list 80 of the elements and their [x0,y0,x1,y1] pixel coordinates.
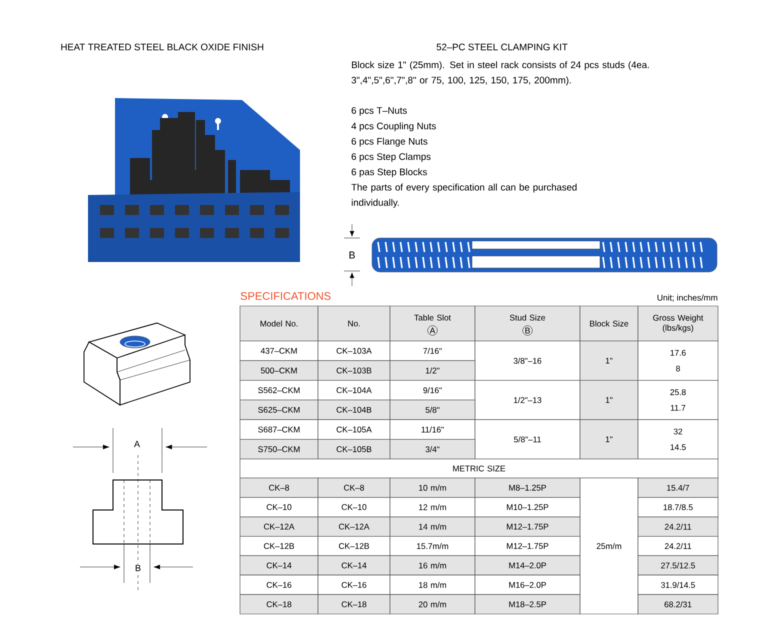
unit-note: Unit; inches/mm [658,294,718,302]
title: 52–PC STEEL CLAMPING KIT [436,44,568,50]
table-cell: 15.7m/m [390,536,476,556]
table-cell: 24.2/11 [638,516,718,537]
table-cell: S625–CKM [240,400,318,420]
description: Block size 1" (25mm). Set in steel rack consists of 24 pcs studs (4ea. 3",4",5",6",7",8" or 75, 100, 125, 150, 175, 200mm). [352,61,649,86]
header-cell: Table Slot A [390,306,476,342]
table-cell: CK–12A [240,516,318,537]
heading: HEAT TREATED STEEL BLACK OXIDE FINISH [61,44,264,50]
table-cell: CK–16 [240,574,318,595]
table-cell: CK–18 [240,594,318,614]
table-cell: CK–8 [318,478,390,498]
table-cell: 18 m/m [390,574,476,595]
table-cell: 32 14.5 [638,419,718,460]
table-cell: M12–1.75P [474,516,580,537]
table-cell: M16–2.0P [474,574,580,595]
list-item: 6 pas Step Blocks [352,168,427,178]
table-cell: 1" [580,340,638,381]
list-item: 6 pcs Step Clamps [352,153,431,162]
table-cell: S562–CKM [240,380,318,400]
table-cell: 10 m/m [390,478,476,498]
table-cell: CK–18 [318,594,390,614]
table-cell: CK–12B [318,536,390,556]
note: The parts of every specification all can be purchased individually. [351,184,577,208]
list-item: 4 pcs Coupling Nuts [351,122,436,132]
dimension-label: B [349,252,355,258]
table-cell: S750–CKM [240,439,318,460]
table-cell: CK–104B [318,400,390,420]
table-cell: 11/16" [390,419,476,440]
list-item: 6 pcs T–Nuts [352,107,407,116]
table-cell: CK–16 [318,574,390,595]
table-cell: 15.4/7 [638,478,718,498]
table-cell: 25.8 11.7 [638,380,718,420]
dimension-label: A [133,440,141,448]
table-cell: M10–1.25P [474,497,580,518]
header-cell: Stud Size B [474,306,580,342]
table-cell: 68.2/31 [638,594,718,614]
table-cell: 24.2/11 [638,536,718,556]
table-cell: 20 m/m [390,594,476,614]
table-cell: 1" [580,380,638,420]
table-cell: 17.6 8 [638,340,718,381]
table-cell: CK–12B [240,536,318,556]
table-cell: S687–CKM [240,419,318,440]
table-cell: M18–2.5P [474,594,580,614]
table-cell: M14–2.0P [474,555,580,576]
table-cell: CK–10 [240,497,318,518]
table-cell: 7/16" [390,340,476,361]
table-cell: CK–103B [318,360,390,381]
table-cell: CK–12A [318,516,390,537]
table-cell: 3/4" [390,439,476,460]
table-cell: 500–CKM [240,360,318,381]
table-cell: CK–103A [318,340,390,361]
header-cell: Block Size [580,306,638,342]
table-cell: CK–10 [318,497,390,518]
table-cell: M12–1.75P [474,536,580,556]
table-cell: 14 m/m [390,516,476,537]
header-cell: No. [318,306,390,342]
table-cell: 31.9/14.5 [638,574,718,595]
table-cell: 437–CKM [240,340,318,361]
table-cell: 27.5/12.5 [638,555,718,576]
table-cell: CK–8 [240,478,318,498]
table-cell: 25m/m [580,478,638,614]
table-cell: 5/8" [390,400,476,420]
table-cell: 12 m/m [390,497,476,518]
section-heading: SPECIFICATIONS [240,292,331,300]
dimension-label: B [134,564,142,572]
table-cell: 1" [580,419,638,460]
header-cell: Model No. [240,306,318,342]
table-cell: CK–104A [318,380,390,400]
header-cell: Gross Weight (lbs/kgs) [638,306,718,342]
table-cell: CK–105A [318,419,390,440]
table-cell: 9/16" [390,380,476,400]
table-cell: 18.7/8.5 [638,497,718,518]
table-cell: CK–105B [318,439,390,460]
table-cell: CK–14 [318,555,390,576]
table-cell: M8–1.25P [474,478,580,498]
table-cell: 1/2" [390,360,476,381]
table-cell: 16 m/m [390,555,476,576]
table-cell: CK–14 [240,555,318,576]
list-item: 6 pcs Flange Nuts [352,138,428,147]
